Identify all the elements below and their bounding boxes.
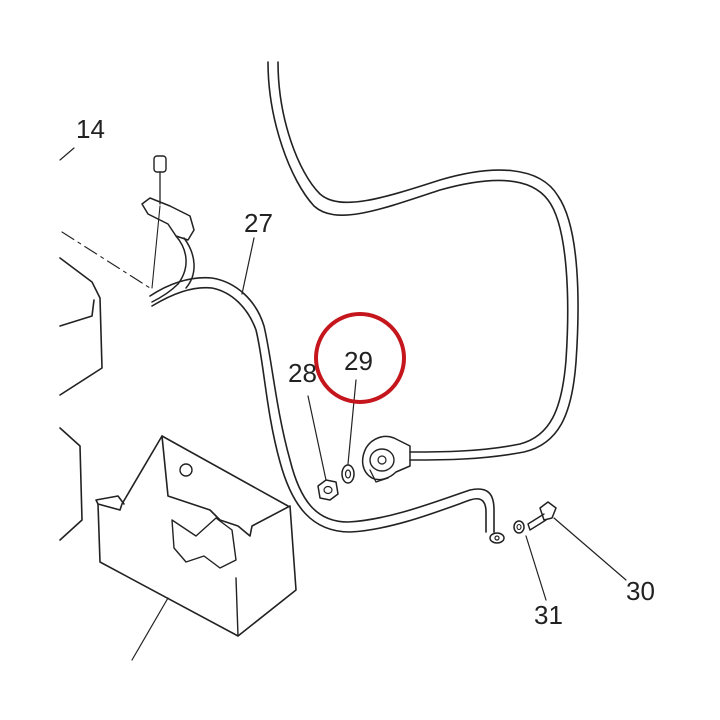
nut-28 [317,479,339,501]
callout-14-leader [59,147,151,289]
washer-31 [513,520,525,534]
bolt-30 [527,501,557,531]
callout-30: 30 [626,576,655,606]
callout-27: 27 [244,208,273,238]
callout-14: 14 [76,114,105,144]
callout-leaders [241,237,627,601]
callout-28: 28 [288,358,317,388]
cable-27 [149,276,505,544]
cable-main [267,61,579,461]
highlight-circle [314,312,406,404]
battery-cover [95,435,297,661]
lower-terminal-clamp [361,435,411,483]
callout-31: 31 [534,600,563,630]
callout-29: 29 [344,346,373,376]
upper-terminal-clamp [141,155,195,303]
washer-29 [341,464,355,484]
battery-housing [59,257,103,541]
